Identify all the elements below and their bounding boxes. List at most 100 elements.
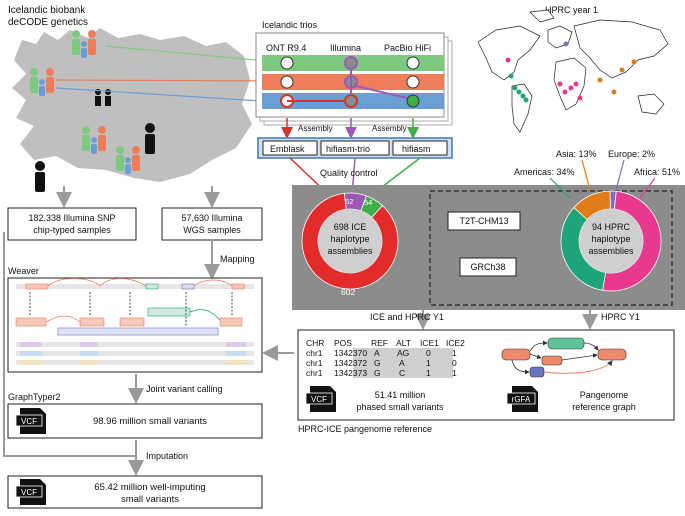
- vt-r2-ref: G: [374, 368, 381, 378]
- vt-r0-chr: chr1: [306, 348, 323, 358]
- phased-line2: phased small variants: [356, 402, 444, 412]
- vt-r0-alt: AG: [397, 348, 409, 358]
- vt-r2-chr: chr1: [306, 368, 323, 378]
- vcf-file-icon: VCF: [305, 386, 336, 412]
- vt-r2-ice2: 1: [452, 368, 457, 378]
- label-americas: Americas: 34%: [514, 167, 575, 177]
- vt-h-ref: REF: [371, 338, 388, 348]
- ice-center-1: 698 ICE: [334, 222, 367, 232]
- hprc-center-1: 94 HPRC: [592, 222, 631, 232]
- ice-hprc-label: ICE and HPRC Y1: [370, 312, 444, 322]
- vt-r0-ice2: 1: [452, 348, 457, 358]
- vt-r2-ice1: 1: [426, 368, 431, 378]
- weaver-graph: [15, 278, 254, 365]
- small-variants-text: 98.96 million small variants: [93, 416, 207, 427]
- vt-r0-ice1: 0: [426, 348, 431, 358]
- grch38-box: [459, 257, 517, 277]
- hprc-center-2: haplotype: [591, 234, 630, 244]
- vt-h-alt: ALT: [396, 338, 411, 348]
- trios-title: Icelandic trios: [262, 20, 318, 30]
- vt-r0-ref: A: [374, 348, 380, 358]
- iceland-map: [12, 28, 252, 182]
- rgfa-file-icon: rGFA: [506, 386, 538, 412]
- leader-asia: [581, 159, 591, 191]
- vt-h-ice2: ICE2: [446, 338, 465, 348]
- hprc-donut: [560, 190, 662, 292]
- col-pacbio: PacBio HiFi: [384, 43, 431, 53]
- vt-h-pos: POS: [334, 338, 352, 348]
- chip-feedback-line: [3, 232, 136, 457]
- pangenome-ref-label: HPRC-ICE pangenome reference: [298, 424, 432, 434]
- wgs-line1: 57,630 Illumina: [181, 213, 242, 223]
- family-icon-bottom: [116, 146, 140, 174]
- mapping-label: Mapping: [220, 254, 255, 264]
- label-africa: Africa: 51%: [634, 167, 680, 177]
- ice-donut-hole: [318, 209, 382, 273]
- qc-label: Quality control: [320, 168, 378, 178]
- family-icon-top: [72, 30, 96, 58]
- vt-r0-pos: 1342370: [334, 348, 367, 358]
- tool-hifiasm-trio: [320, 140, 390, 156]
- chip-box: [7, 207, 137, 241]
- vt-r1-ice1: 1: [426, 358, 431, 368]
- hprc-map-title: HPRC year 1: [545, 5, 598, 15]
- vcf-badge-label: VCF: [21, 488, 37, 497]
- label-asia: Asia: 13%: [556, 149, 597, 159]
- world-map: [477, 9, 669, 133]
- small-variants-box: [7, 403, 263, 439]
- assembly-label-left: Assembly: [298, 124, 333, 133]
- ice-center-3: assemblies: [327, 246, 373, 256]
- trio-dot: [280, 56, 294, 70]
- wgs-line2: WGS samples: [183, 225, 241, 235]
- trio-dot: [406, 94, 420, 108]
- ice-label-602: 602: [341, 287, 355, 297]
- rgfa-badge-label: rGFA: [512, 395, 531, 404]
- iceland-title-1: Icelandic biobank: [8, 5, 86, 16]
- hprc-donut-hole: [579, 209, 643, 273]
- leader-europe: [615, 159, 625, 191]
- imputed-line1: 65.42 million well-imputing: [94, 482, 205, 493]
- ice-label-52: 52: [345, 197, 353, 206]
- connector-green: [105, 45, 278, 63]
- vt-r1-chr: chr1: [306, 358, 323, 368]
- person-icon-large: [145, 123, 155, 154]
- imputed-box: [7, 475, 263, 509]
- family-icon-center: [82, 126, 106, 154]
- assembly-label-right: Assembly: [372, 124, 407, 133]
- family-icon-left: [30, 68, 54, 96]
- vt-r1-ice2: 0: [452, 358, 457, 368]
- pangenome-line2: reference graph: [572, 402, 636, 412]
- hprc-sample-markers: [505, 41, 637, 103]
- col-ont: ONT R9.4: [266, 43, 306, 53]
- tool-hifiasm-trio-label: hifiasm-trio: [326, 144, 370, 154]
- vcf-file-icon: VCF: [15, 479, 46, 505]
- t2t-label: T2T-CHM13: [459, 216, 508, 226]
- graphtyper-label: GraphTyper2: [8, 392, 61, 402]
- leader-africa: [639, 177, 656, 199]
- connector-red: [55, 79, 278, 82]
- col-illumina: Illumina: [330, 43, 361, 53]
- t2t-box: [447, 211, 521, 231]
- trio-dot: [344, 94, 358, 108]
- connector-blue: [55, 87, 278, 103]
- label-europe: Europe: 2%: [608, 149, 655, 159]
- vt-r1-pos: 1342372: [334, 358, 367, 368]
- tool-emblask-label: Emblask: [270, 144, 305, 154]
- vt-r1-ref: G: [374, 358, 381, 368]
- hprc-y1-label: HPRC Y1: [601, 312, 640, 322]
- trio-dot: [344, 56, 358, 70]
- joint-calling-label: Joint variant calling: [146, 384, 223, 394]
- vcf-file-icon: VCF: [15, 408, 46, 434]
- leader-americas: [549, 177, 571, 199]
- variant-table: CHR POS REF ALT ICE1 ICE2 chr1 1342370 A…: [306, 338, 465, 378]
- pangenome-graph: [501, 337, 627, 378]
- reference-dashed-box: [429, 190, 673, 306]
- iceland-title-2: deCODE genetics: [8, 17, 88, 28]
- grch38-label: GRCh38: [470, 262, 505, 272]
- hprc-center-3: assemblies: [588, 246, 634, 256]
- trio-dot: [406, 56, 420, 70]
- ice-center-2: haplotype: [330, 234, 369, 244]
- vt-h-ice1: ICE1: [420, 338, 439, 348]
- vcf-badge-label: VCF: [21, 417, 37, 426]
- trio-dot: [406, 75, 420, 89]
